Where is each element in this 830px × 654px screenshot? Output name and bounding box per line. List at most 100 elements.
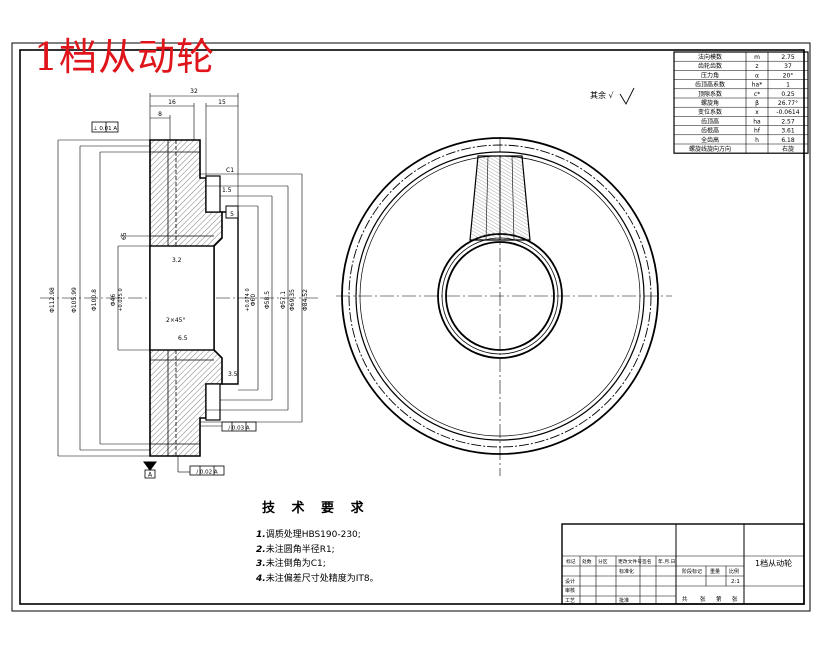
tol-frame-top (91, 121, 119, 133)
title-scale-label: 比例 (729, 568, 739, 575)
param-value: 0.25 (781, 91, 795, 98)
dim-left-width: 16 (168, 99, 176, 106)
param-name: 齿顶高系数 (695, 81, 725, 89)
param-symbol: c* (754, 91, 760, 98)
param-name: 齿顶高 (701, 117, 719, 125)
requirement-item: 4.未注偏差尺寸处精度为IT8。 (256, 573, 379, 584)
title-header: 标记 (566, 558, 576, 565)
title-sheets: 第 (716, 595, 722, 603)
dim-ref-5: 5 (230, 211, 234, 218)
param-value: 26.77° (778, 100, 798, 107)
param-value: 6.18 (781, 137, 795, 144)
param-value: 37 (784, 63, 792, 70)
param-value: 1 (786, 82, 790, 89)
param-name: 螺旋角 (701, 99, 719, 107)
inner-frame (19, 49, 805, 605)
tol-top-text: ⊥ 0.01 A (93, 126, 118, 132)
param-value: 20° (783, 72, 794, 79)
param-name: 顶隙系数 (698, 90, 722, 98)
param-value: 3.61 (781, 128, 795, 135)
tol-frame-mid (221, 421, 257, 432)
param-symbol: ha* (752, 82, 762, 89)
requirement-item: 3.未注倒角为C1; (256, 559, 326, 569)
param-name: 变位系数 (698, 108, 722, 116)
groove-top (205, 175, 221, 213)
title-row-label: 设计 (565, 578, 575, 585)
title-row-label: 审核 (565, 587, 575, 594)
section-view (40, 93, 318, 479)
requirements-heading: 技 术 要 求 (262, 501, 370, 516)
dim-dia-root: Φ100.8 (91, 289, 98, 311)
dim-dia-ref: Φ105.99 (71, 287, 78, 313)
param-symbol: ha (753, 118, 761, 125)
dim-roughness: 3.2 (172, 257, 182, 264)
param-symbol: z (755, 63, 758, 70)
title-standardization: 标准化 (619, 568, 634, 575)
param-symbol: x (755, 109, 759, 116)
front-view (336, 137, 672, 476)
datum-label: A (148, 472, 153, 479)
tol-mid-text: ∕ 0.03 A (228, 425, 250, 432)
dim-dia-flange: Φ69.35 (289, 289, 296, 311)
dimension-lines (57, 93, 303, 457)
param-name: 齿根高 (701, 127, 719, 135)
dim-dia-spline: Φ60 (250, 294, 257, 307)
dim-right-width: 15 (218, 99, 226, 106)
title-header: 处数 (582, 558, 592, 565)
dim-chamfer-mid: 1.5 (222, 187, 232, 194)
title-header: 签名 (642, 558, 652, 565)
param-symbol: h (755, 137, 759, 144)
dim-dia-bore-tol: +0.025 0 (118, 288, 124, 311)
title-sheets: 共 (682, 595, 688, 603)
param-symbol: α (755, 72, 759, 79)
dim-dia-groove: Φ58.5 (264, 291, 271, 309)
bore-void (149, 245, 215, 351)
title-header: 分区 (598, 558, 608, 565)
dim-angle: 2×45° (166, 317, 185, 324)
title-sheets: 张 (732, 595, 738, 603)
parameter-table-frame (673, 51, 809, 154)
dim-groove-depth: 6.5 (178, 335, 188, 342)
param-name: 全齿高 (701, 136, 719, 144)
param-name: 压力角 (701, 71, 719, 79)
tol-frame-bot (189, 465, 225, 476)
dim-small-left: 8 (158, 111, 162, 118)
dim-ref-65: 65 (121, 232, 128, 240)
requirements-list: 1.调质处理HBS190-230; 2.未注圆角半径R1; 3.未注倒角为C1;… (256, 528, 379, 586)
dim-chamfer-bot: 3.5 (228, 371, 238, 378)
param-value: 2.57 (781, 118, 795, 125)
param-symbol: hf (754, 128, 761, 135)
dim-chamfer-top: C1 (226, 167, 234, 174)
param-symbol: β (755, 100, 759, 107)
dim-dia-tip: Φ112.98 (49, 287, 56, 313)
tol-bot-text: ∕ 0.02 A (196, 469, 218, 476)
title-approve: 批准 (619, 597, 629, 604)
param-name: 螺旋线旋向方向 (689, 145, 731, 153)
dim-top-width: 32 (190, 88, 198, 95)
title-sheets: 张 (700, 595, 706, 603)
title-header: 更改文件号 (618, 558, 642, 565)
title-weight-label: 重量 (710, 568, 720, 575)
title-block-drawing-name: 1档从动轮 (755, 559, 793, 568)
requirement-item: 1.调质处理HBS190-230; (256, 530, 361, 540)
title-scale: 2:1 (731, 579, 740, 585)
pitch-circle (348, 144, 652, 448)
outer-frame (11, 42, 811, 612)
param-value: -0.0614 (776, 109, 799, 116)
root-circle (355, 151, 645, 441)
param-name: 法向模数 (698, 53, 722, 61)
dim-dia-bore: Φ46 (110, 294, 117, 307)
param-name: 齿轮齿数 (698, 62, 722, 70)
surface-finish-note: 其余 √ (590, 91, 614, 100)
tip-circle (341, 137, 659, 455)
datum-triangle (143, 461, 157, 471)
datum-box (144, 469, 156, 479)
finish-check-icon (619, 87, 635, 105)
dim-dia-hub: Φ57.1 (280, 291, 287, 309)
title-block (561, 523, 805, 605)
title-header: 年.月.日 (658, 558, 675, 565)
param-value: 右旋 (782, 145, 794, 153)
